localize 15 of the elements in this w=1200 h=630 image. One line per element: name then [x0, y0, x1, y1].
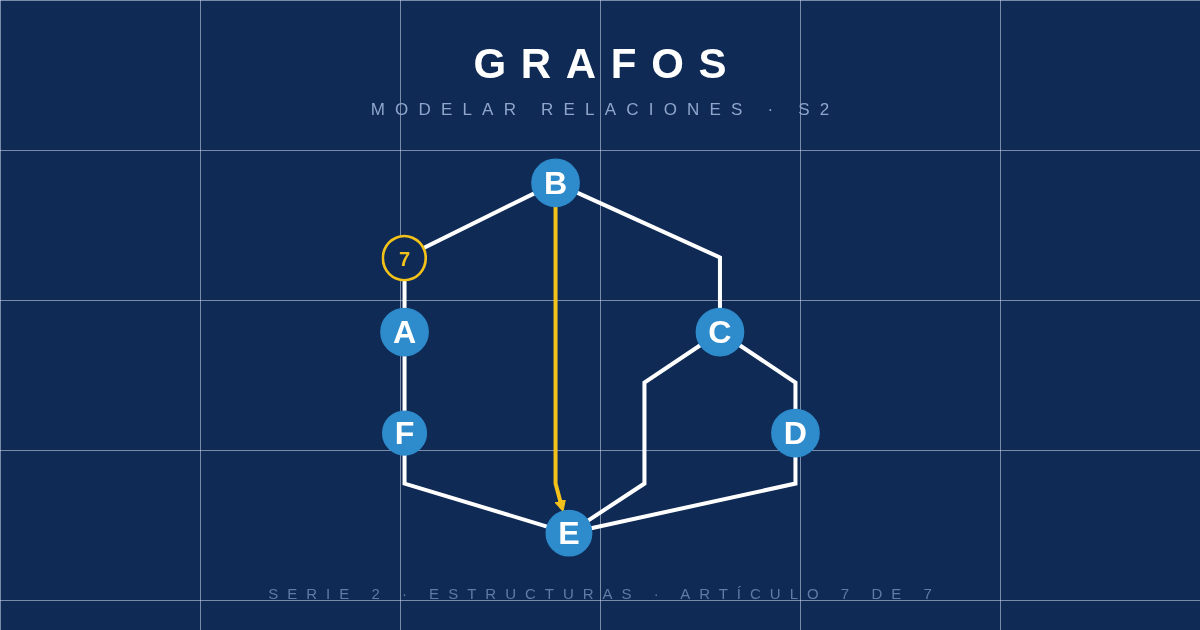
connector: [402, 454, 548, 529]
node-circle: A: [380, 307, 429, 357]
connector: [586, 343, 702, 523]
connector: [590, 456, 798, 531]
node-circle: C: [695, 307, 745, 357]
connector: [402, 355, 407, 412]
node-circle: F: [381, 410, 428, 456]
connector: [738, 343, 798, 410]
title-text: GRAFOS: [472, 40, 742, 87]
arrow: [553, 206, 566, 512]
node-circle: E: [545, 509, 593, 557]
node-circle: B: [531, 158, 580, 208]
connector: [576, 190, 722, 309]
edge-label: 7: [381, 234, 428, 282]
node-circle: D: [771, 408, 820, 458]
